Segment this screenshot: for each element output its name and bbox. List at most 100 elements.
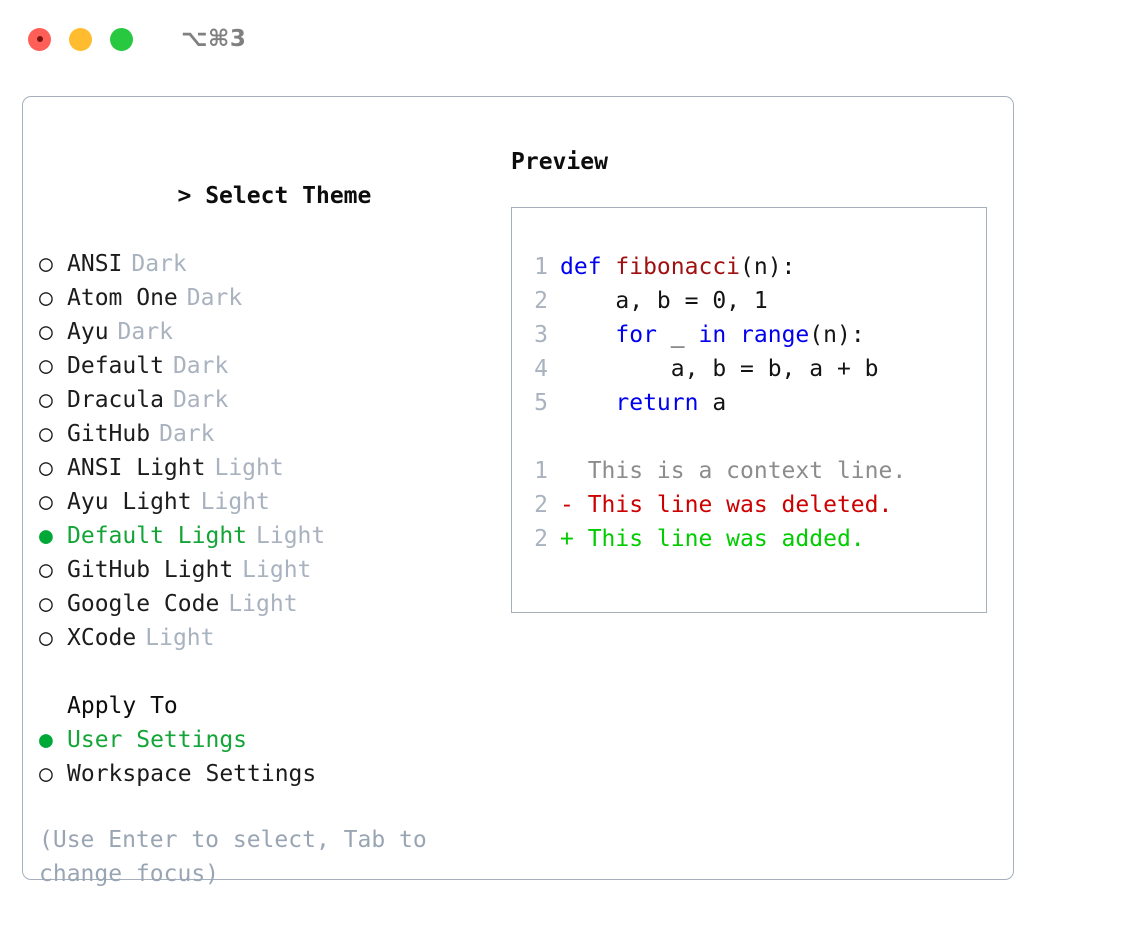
theme-option-ansi-light[interactable]: ○ ANSI Light Light — [39, 451, 501, 485]
radio-unselected-icon: ○ — [39, 421, 53, 447]
code-token — [560, 390, 615, 416]
theme-option-ayu-light[interactable]: ○ Ayu Light Light — [39, 485, 501, 519]
radio-unselected-icon: ○ — [39, 557, 53, 583]
theme-option-tag: Light — [200, 489, 270, 515]
maximize-button[interactable] — [110, 27, 133, 51]
window-controls — [28, 27, 133, 51]
line-number: 4 — [534, 356, 548, 382]
code-token: _ — [656, 322, 699, 348]
minimize-button[interactable] — [69, 27, 92, 51]
theme-option-tag: Dark — [172, 387, 229, 413]
diff-sample: 1 This is a context line. 2 - This line wa… — [512, 454, 986, 556]
theme-option-label: Atom One — [67, 285, 178, 311]
line-number: 1 — [534, 458, 548, 484]
line-number: 5 — [534, 390, 548, 416]
close-button[interactable] — [28, 27, 51, 51]
radio-unselected-icon: ○ — [39, 591, 53, 617]
theme-option-tag: Dark — [131, 251, 187, 277]
code-token: in — [698, 322, 741, 348]
title-bar: ⌥⌘3 — [0, 0, 1140, 78]
code-token: a, b = b, a + b — [560, 356, 879, 382]
diff-line-add: 2 + This line was added. — [512, 522, 986, 556]
theme-option-label: ANSI — [67, 251, 123, 277]
diff-line-ctx: 1 This is a context line. — [512, 454, 986, 488]
theme-option-tag: Light — [145, 625, 215, 651]
code-token: return — [615, 390, 699, 416]
code-diff-separator — [512, 420, 986, 454]
radio-unselected-icon: ○ — [39, 387, 53, 413]
theme-option-tag: Light — [228, 591, 298, 617]
radio-selected-icon: ● — [39, 727, 53, 753]
theme-option-tag: Light — [242, 557, 312, 583]
code-token: def — [560, 254, 616, 280]
diff-line-text: This is a context line. — [560, 458, 907, 484]
code-token — [560, 322, 615, 348]
caret-icon: > — [177, 183, 192, 209]
theme-option-label: ANSI Light — [67, 455, 206, 481]
theme-option-label: Default Light — [67, 523, 248, 549]
code-line: 2 a, b = 0, 1 — [512, 284, 986, 318]
theme-option-tag: Dark — [186, 285, 243, 311]
code-line: 3 for _ in range(n): — [512, 318, 986, 352]
theme-option-dracula[interactable]: ○ Dracula Dark — [39, 383, 501, 417]
radio-unselected-icon: ○ — [39, 455, 53, 481]
code-line: 1 def fibonacci(n): — [512, 250, 986, 284]
code-token: for — [615, 322, 657, 348]
code-token: fibonacci — [615, 254, 741, 280]
theme-option-github-light[interactable]: ○ GitHub Light Light — [39, 553, 501, 587]
line-number: 2 — [534, 492, 548, 518]
radio-selected-icon: ● — [39, 523, 53, 549]
select-theme-heading: > Select Theme — [39, 145, 501, 247]
diff-line-text: + This line was added. — [560, 526, 865, 552]
radio-unselected-icon: ○ — [39, 353, 53, 379]
theme-option-tag: Dark — [172, 353, 229, 379]
apply-to-option-label: Workspace Settings — [67, 761, 317, 787]
theme-option-ansi[interactable]: ○ ANSI Dark — [39, 247, 501, 281]
apply-to-heading: Apply To — [67, 693, 178, 719]
radio-unselected-icon: ○ — [39, 489, 53, 515]
code-line: 4 a, b = b, a + b — [512, 352, 986, 386]
apply-to-option-label: User Settings — [67, 727, 248, 753]
apply-to-option-workspace-settings[interactable]: ○ Workspace Settings — [39, 757, 501, 791]
theme-option-ayu[interactable]: ○ Ayu Dark — [39, 315, 501, 349]
apply-to-option-user-settings[interactable]: ● User Settings — [39, 723, 501, 757]
code-token: (n): — [740, 254, 796, 280]
line-number: 1 — [534, 254, 548, 280]
radio-unselected-icon: ○ — [39, 285, 53, 311]
radio-unselected-icon: ○ — [39, 319, 53, 345]
theme-option-label: XCode — [67, 625, 137, 651]
list-spacer — [39, 655, 501, 689]
theme-option-tag: Dark — [117, 319, 173, 345]
preview-heading: Preview — [511, 149, 608, 175]
select-theme-title: Select Theme — [205, 183, 372, 209]
code-line: 5 return a — [512, 386, 986, 420]
line-number: 2 — [534, 526, 548, 552]
keyboard-shortcut-label: ⌥⌘3 — [181, 26, 247, 52]
theme-option-label: Ayu Light — [67, 489, 192, 515]
theme-option-tag: Dark — [159, 421, 215, 447]
theme-option-tag: Light — [214, 455, 284, 481]
theme-option-label: Ayu — [67, 319, 109, 345]
code-token: a — [698, 390, 727, 416]
apply-to-list: ● User Settings ○ Workspace Settings — [39, 723, 501, 791]
code-token: range — [740, 322, 810, 348]
diff-line-text: - This line was deleted. — [560, 492, 893, 518]
radio-unselected-icon: ○ — [39, 761, 53, 787]
theme-option-atom-one[interactable]: ○ Atom One Dark — [39, 281, 501, 315]
theme-option-label: GitHub Light — [67, 557, 234, 583]
theme-option-label: Dracula — [67, 387, 164, 413]
radio-unselected-icon: ○ — [39, 251, 53, 277]
